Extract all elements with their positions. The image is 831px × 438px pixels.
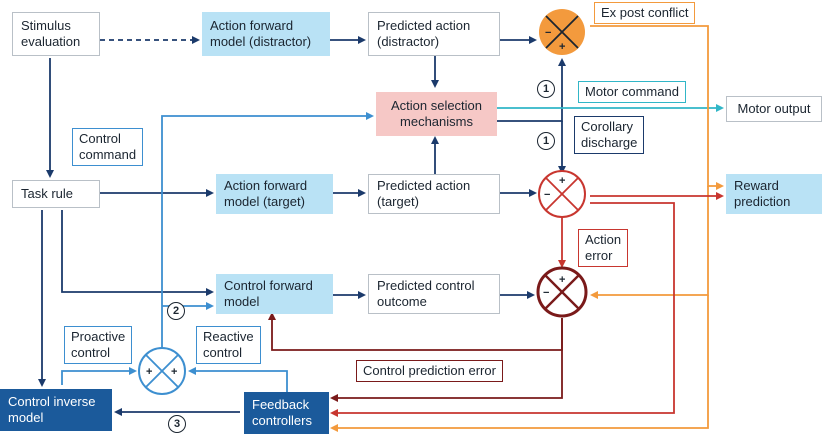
sign-minus: − (543, 287, 549, 299)
reactive-control-label: Reactive control (196, 326, 261, 364)
action-selection-mechanisms-box: Action selection mechanisms (376, 92, 497, 136)
predicted-action-target-box: Predicted action (target) (368, 174, 500, 214)
predicted-action-distractor-box: Predicted action (distractor) (368, 12, 500, 56)
comparator-control-sum: + + (138, 347, 186, 395)
predicted-control-outcome-box: Predicted control outcome (368, 274, 500, 314)
arrow-orange-to-feedback (330, 295, 709, 432)
arrow-control-prediction-error (268, 312, 563, 351)
control-inverse-model-box: Control inverse model (0, 389, 112, 431)
step-badge-3: 3 (168, 415, 186, 433)
sign-plus: + (559, 41, 565, 53)
arrow-proactive-control (61, 367, 137, 385)
control-command-label: Control command (72, 128, 144, 166)
control-prediction-error-label: Control prediction error (356, 360, 503, 382)
sign-plus: + (146, 366, 152, 378)
feedback-controllers-box: Feedback controllers (244, 392, 329, 434)
step-badge-1-bottom: 1 (537, 132, 555, 150)
sign-plus: + (559, 274, 565, 286)
arrow-action-error-to-feedback (330, 202, 675, 417)
action-forward-model-distractor-box: Action forward model (distractor) (202, 12, 330, 56)
step-badge-1-top: 1 (537, 80, 555, 98)
comparator-ex-post: − + (539, 9, 585, 55)
control-forward-model-box: Control forward model (216, 274, 333, 314)
task-rule-box: Task rule (12, 180, 100, 208)
sign-minus: − (545, 27, 551, 39)
sign-minus: − (544, 189, 550, 201)
arrow-ex-post-conflict (590, 25, 724, 190)
action-error-label: Action error (578, 229, 629, 267)
sign-plus: + (171, 366, 177, 378)
corollary-discharge-label: Corollary discharge (574, 116, 645, 154)
action-forward-model-target-box: Action forward model (target) (216, 174, 333, 214)
motor-output-box: Motor output (726, 96, 822, 122)
motor-command-label: Motor command (578, 81, 686, 103)
sign-plus: + (559, 175, 565, 187)
step-badge-2: 2 (167, 302, 185, 320)
reward-prediction-box: Reward prediction (726, 174, 822, 214)
comparator-action-error: + − (538, 170, 586, 218)
arrow-control-command (161, 112, 374, 350)
ex-post-conflict-label: Ex post conflict (594, 2, 696, 24)
arrow-reactive-control (188, 367, 288, 392)
proactive-control-label: Proactive control (64, 326, 133, 364)
comparator-control-error: + − (536, 266, 588, 318)
arrow-task-rule-to-control-forward (61, 210, 214, 296)
stimulus-evaluation-box: Stimulus evaluation (12, 12, 100, 56)
arrow-control-error-to-feedback (330, 318, 563, 402)
